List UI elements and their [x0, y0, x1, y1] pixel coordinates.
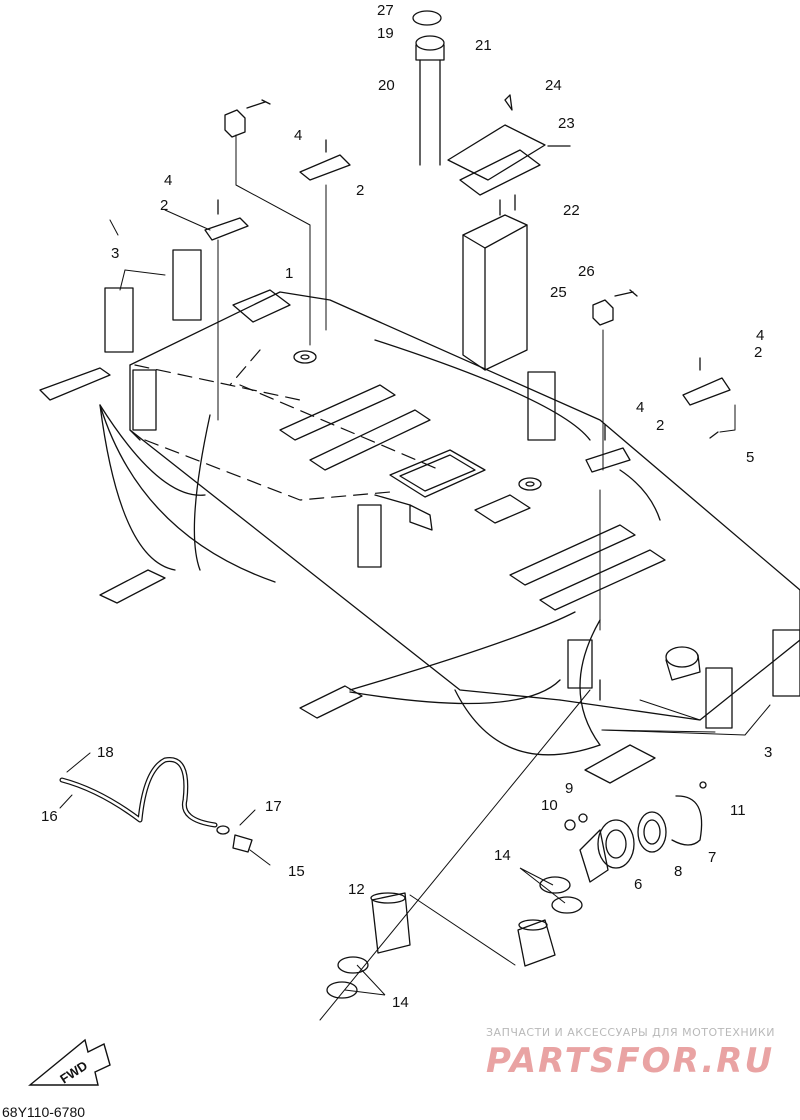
label-19: 19: [377, 25, 394, 42]
hoses-clamps: [326, 876, 583, 999]
label-21: 21: [475, 37, 492, 54]
label-18: 18: [97, 744, 114, 761]
label-16: 16: [41, 808, 58, 825]
label-25: 25: [550, 284, 567, 301]
part-labels: 27 19 21 20 24 23 22 4 2 4 2 3 1 26 25 4…: [41, 2, 772, 1011]
fuel-hose: [59, 757, 253, 853]
label-26: 26: [578, 263, 595, 280]
label-6: 6: [634, 876, 642, 893]
label-17: 17: [265, 798, 282, 815]
label-14a: 14: [494, 847, 511, 864]
watermark: ЗАПЧАСТИ И АКСЕССУАРЫ ДЛЯ МОТОТЕХНИКИ PA…: [486, 1026, 775, 1081]
filler-assembly: [564, 781, 707, 883]
label-4a: 4: [294, 127, 302, 144]
label-20: 20: [378, 77, 395, 94]
vent-fittings: [224, 99, 638, 326]
label-4b: 4: [164, 172, 172, 189]
label-8: 8: [674, 863, 682, 880]
label-22: 22: [563, 202, 580, 219]
brackets: [204, 139, 731, 473]
label-9: 9: [565, 780, 573, 797]
label-2b: 2: [160, 197, 168, 214]
label-3b: 3: [764, 744, 772, 761]
watermark-tagline: ЗАПЧАСТИ И АКСЕССУАРЫ ДЛЯ МОТОТЕХНИКИ: [486, 1026, 775, 1039]
rubber-pads: [39, 249, 800, 784]
label-2d: 2: [656, 417, 664, 434]
label-4c: 4: [756, 327, 764, 344]
label-23: 23: [558, 115, 575, 132]
label-2a: 2: [356, 182, 364, 199]
dashed-guides: [134, 349, 441, 501]
label-27: 27: [377, 2, 394, 19]
fuel-sender: [412, 10, 571, 371]
label-3a: 3: [111, 245, 119, 262]
label-10: 10: [541, 797, 558, 814]
label-15: 15: [288, 863, 305, 880]
label-4d: 4: [636, 399, 644, 416]
label-7: 7: [708, 849, 716, 866]
clamp-leaders: [344, 867, 566, 996]
leader-lines: [59, 134, 771, 1021]
fwd-arrow-icon: FWD: [28, 1038, 111, 1087]
label-12: 12: [348, 881, 365, 898]
watermark-brand: PARTSFOR.RU: [486, 1041, 774, 1081]
curved-arrows: [99, 339, 661, 756]
label-24: 24: [545, 77, 562, 94]
fuel-tank: [129, 291, 800, 721]
label-5: 5: [746, 449, 754, 466]
label-2c: 2: [754, 344, 762, 361]
label-1: 1: [285, 265, 293, 282]
drawing-code: 68Y110-6780: [2, 1104, 85, 1120]
label-11: 11: [730, 802, 746, 819]
label-14b: 14: [392, 994, 409, 1011]
